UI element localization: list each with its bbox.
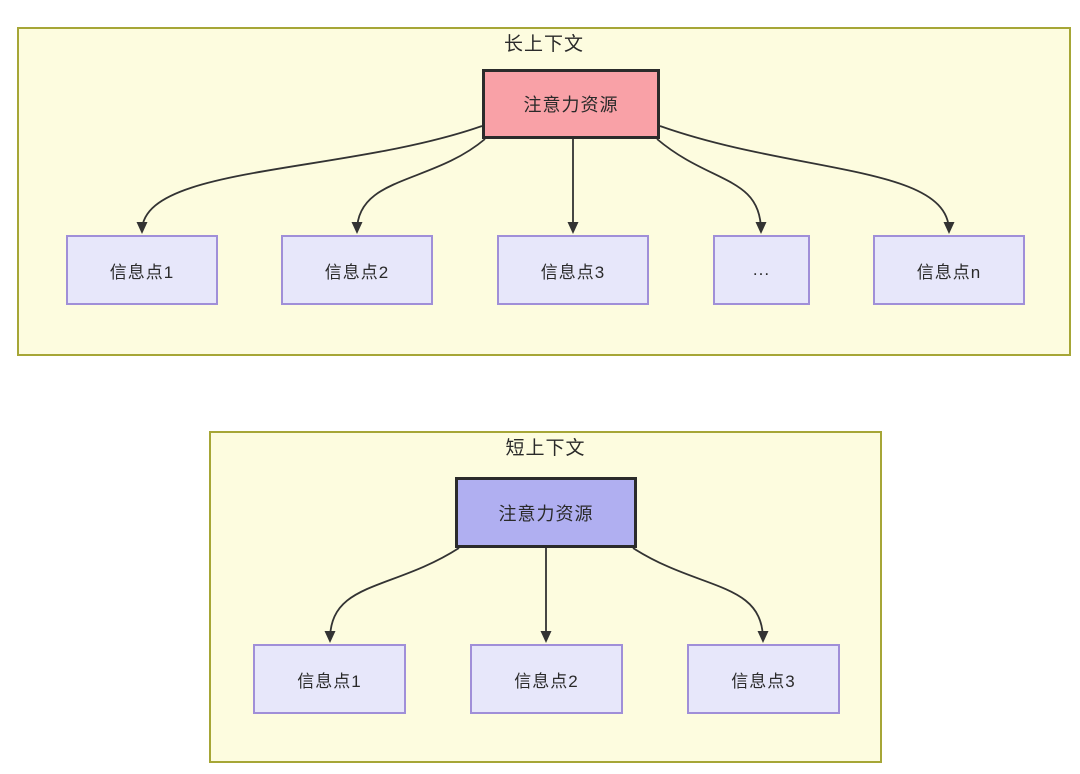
info-node-long-2: 信息点2	[281, 235, 433, 305]
arrow-long-to-node5	[659, 125, 955, 234]
info-node-long-ellipsis: ...	[713, 235, 810, 305]
arrow-long-to-node1	[136, 125, 483, 234]
info-node-long-1: 信息点1	[66, 235, 218, 305]
info-node-long-3: 信息点3	[497, 235, 649, 305]
arrow-long-to-node2	[351, 138, 486, 234]
arrow-short-to-node1	[324, 547, 460, 643]
info-node-short-1: 信息点1	[253, 644, 406, 714]
info-node-short-2: 信息点2	[470, 644, 623, 714]
arrow-long-to-node4	[656, 138, 767, 234]
short-context-title: 短上下文	[505, 438, 586, 459]
info-node-short-3: 信息点3	[687, 644, 840, 714]
attention-resource-box-short: 注意力资源	[455, 477, 637, 548]
attention-resource-box-long: 注意力资源	[482, 69, 660, 139]
arrow-short-to-node3	[632, 547, 769, 643]
info-node-long-n: 信息点n	[873, 235, 1025, 305]
long-context-title: 长上下文	[503, 34, 584, 55]
